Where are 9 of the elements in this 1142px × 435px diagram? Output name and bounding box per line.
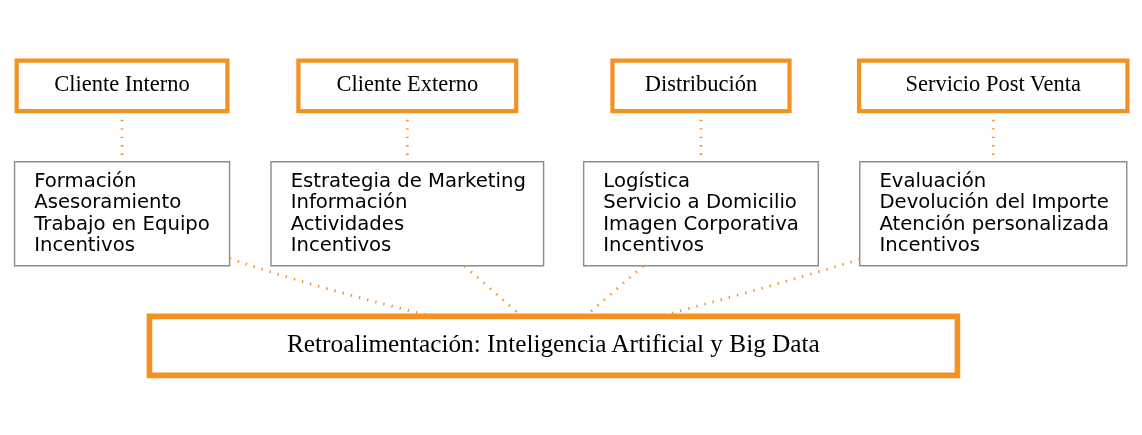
- node-box: Distribución: [610, 58, 792, 113]
- node-box: Logística Servicio a Domicilio Imagen Corporativa Incentivos: [582, 160, 819, 266]
- node-box: Servicio Post Venta: [856, 58, 1130, 113]
- node-box: Cliente Externo: [296, 58, 519, 113]
- node-box: Formación Asesoramiento Trabajo en Equipo Incentivos: [13, 160, 231, 266]
- node-box: Retroalimentación: Inteligencia Artificial y Big Data: [146, 313, 961, 378]
- node-box: Estrategia de Marketing Información Actividades Incentivos: [270, 160, 545, 266]
- node-box: Cliente Interno: [14, 58, 230, 113]
- node-box: Evaluación Devolución del Importe Atención personalizada Incentivos: [859, 160, 1128, 266]
